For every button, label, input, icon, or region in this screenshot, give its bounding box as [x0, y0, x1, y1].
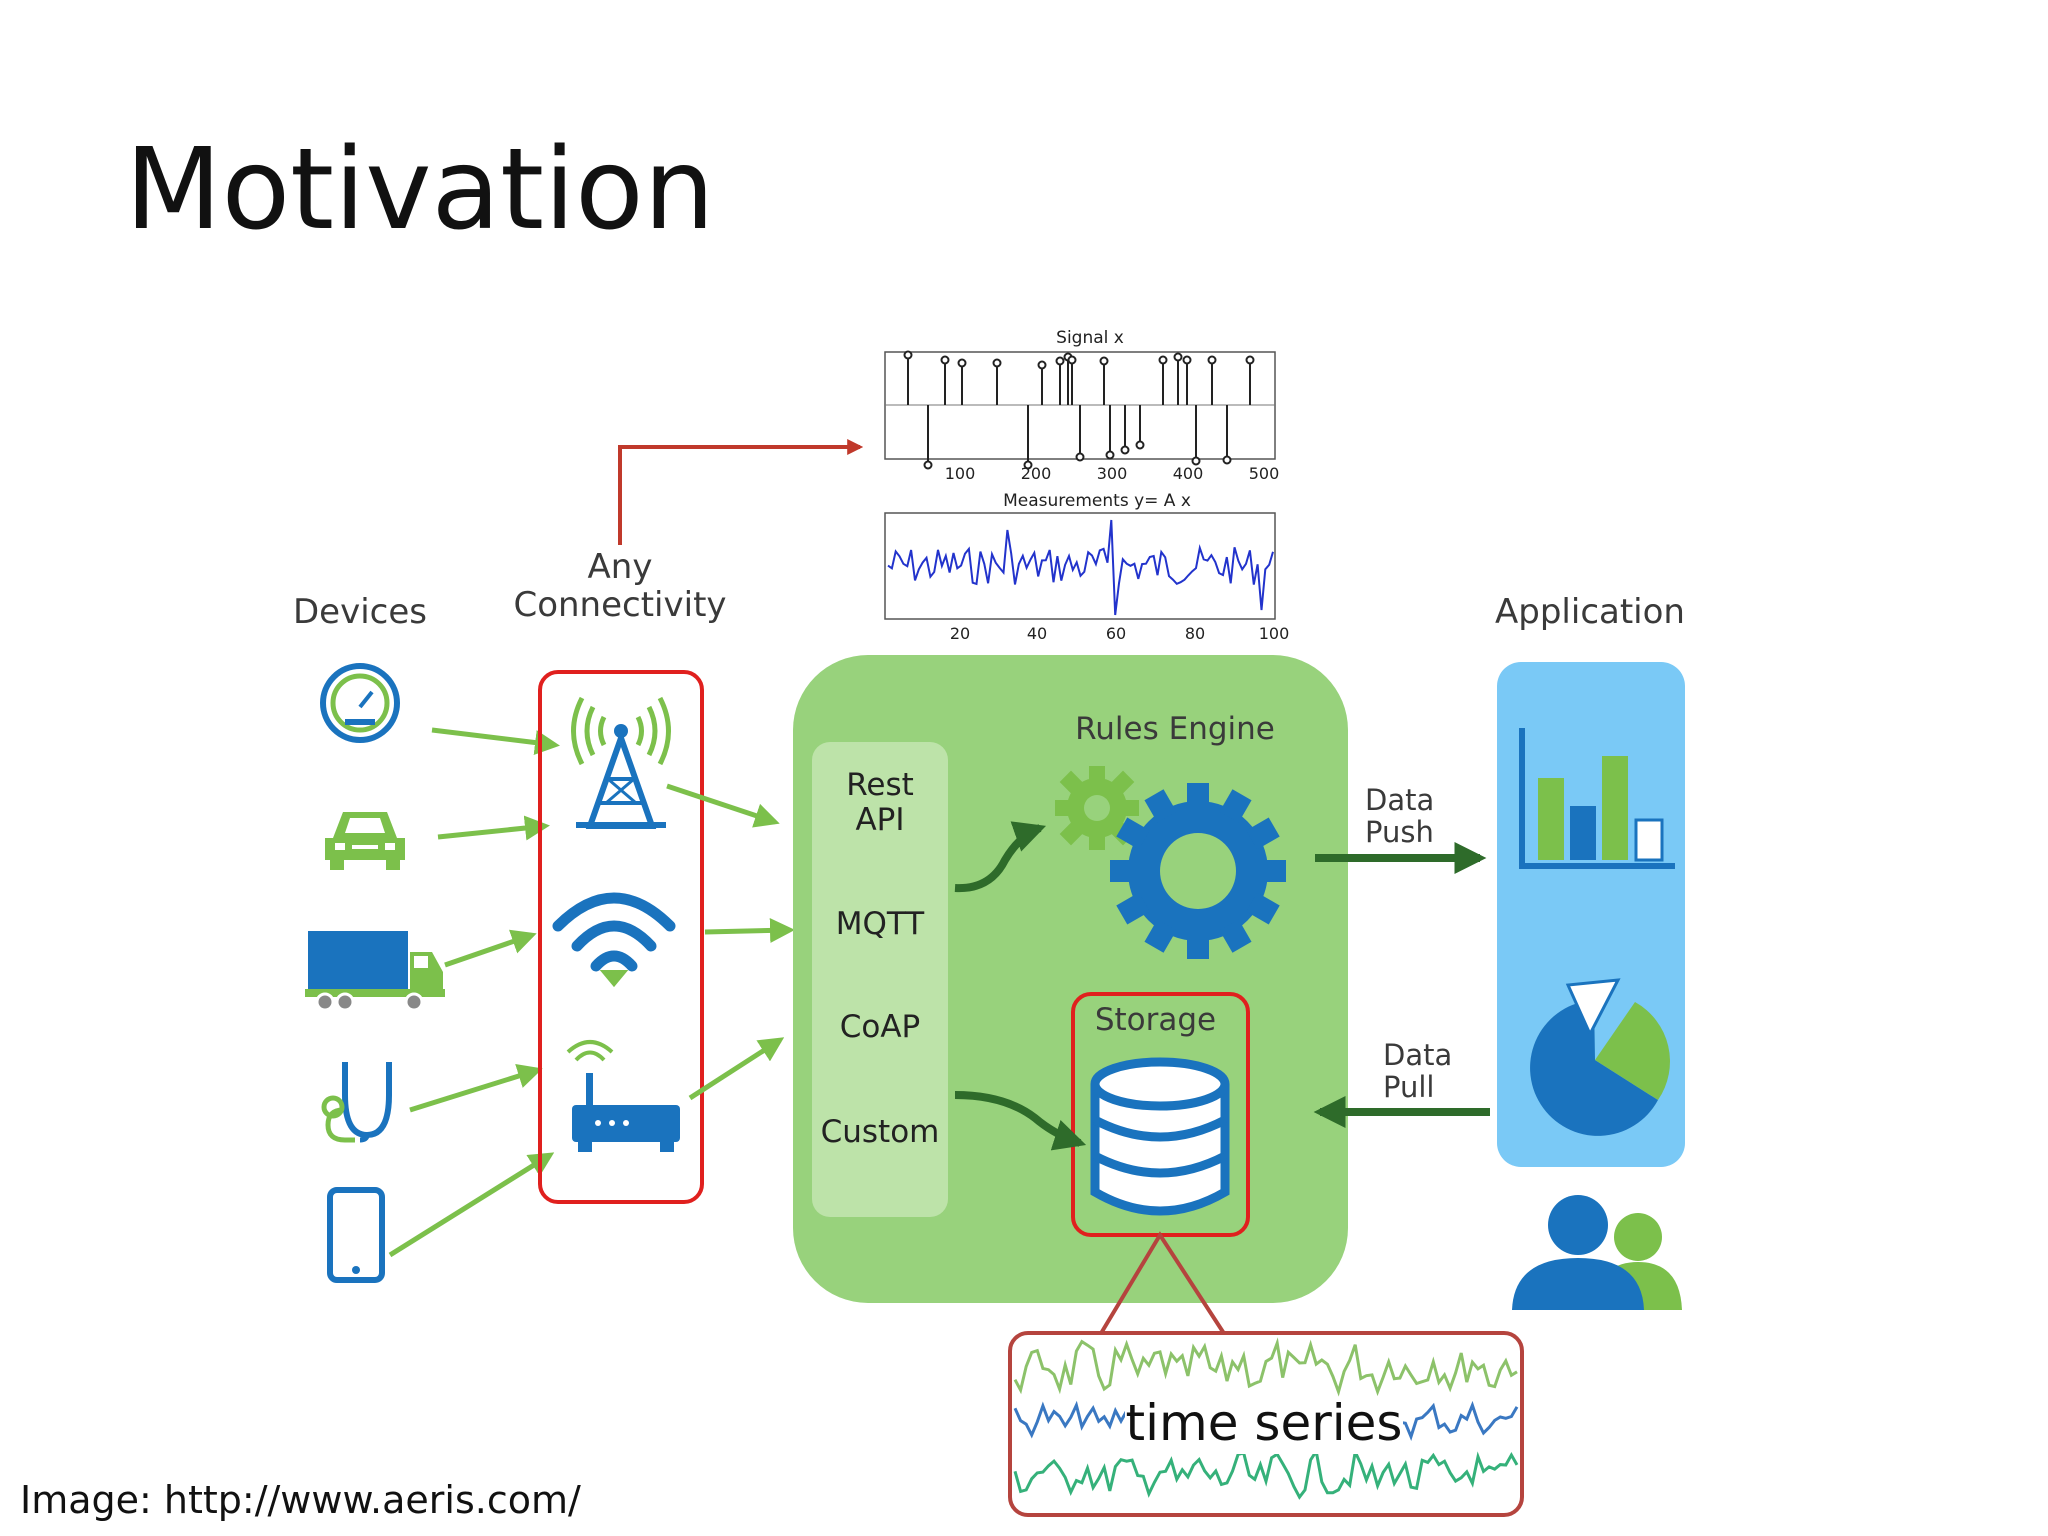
rest-label-line2: API [855, 801, 905, 838]
measure-tick-40: 40 [1027, 624, 1047, 643]
protocol-panel [812, 742, 948, 1217]
signal-tick-300: 300 [1097, 464, 1128, 483]
data-push-line1: Data [1365, 783, 1435, 817]
protocol-to-storage-arrow [954, 1091, 1087, 1151]
gauge-icon [320, 663, 400, 743]
signal-stem-marker [1191, 456, 1201, 466]
custom-label: Custom [820, 1114, 940, 1150]
smartphone-icon [327, 1187, 385, 1283]
gear-tooth [1187, 783, 1209, 809]
signal-tick-200: 200 [1021, 464, 1052, 483]
gear-tooth [1116, 817, 1150, 850]
signal-stem-marker [903, 350, 913, 360]
router-icon [566, 1040, 680, 1152]
connectivity-label-line2: Connectivity [513, 585, 727, 626]
gear-tooth [1260, 860, 1286, 882]
protocol-to-rules-arrow [954, 821, 1047, 893]
pie-chart-icon [1530, 978, 1670, 1136]
slide-title: Motivation [125, 125, 715, 255]
connectivity-label: Any Connectivity [505, 548, 735, 624]
small-gear-icon [1055, 766, 1139, 850]
measure-tick-100: 100 [1259, 624, 1290, 643]
coap-label: CoAP [839, 1009, 921, 1045]
measure-tick-60: 60 [1106, 624, 1126, 643]
measurement-plot-title: Measurements y= A x [1003, 491, 1191, 511]
gear-tooth [1219, 919, 1252, 953]
large-gear-icon [1110, 783, 1286, 959]
gear-tooth [1144, 919, 1177, 953]
measure-tick-80: 80 [1185, 624, 1205, 643]
image-credit: Image: http://www.aeris.com/ [20, 1478, 581, 1522]
database-icon [1090, 1057, 1230, 1216]
cell-tower-icon [571, 696, 671, 829]
data-pull-label: Data Pull [1383, 1039, 1483, 1104]
signal-tick-500: 500 [1249, 464, 1280, 483]
signal-stem-marker [923, 460, 933, 470]
signal-stem-marker [1023, 460, 1033, 470]
signal-stem-marker [1055, 356, 1065, 366]
signal-stem-marker [1135, 440, 1145, 450]
signal-tick-100: 100 [945, 464, 976, 483]
timeseries-label: time series [1126, 1394, 1403, 1452]
wifi-icon [552, 892, 676, 988]
gear-tooth [1219, 789, 1252, 823]
bar-chart-icon [1519, 728, 1675, 869]
devices-label: Devices [293, 592, 427, 632]
measurement-plot: Measurements y= A x 20 40 60 80 100 [884, 491, 1289, 643]
data-pull-line1: Data [1383, 1038, 1453, 1072]
connectivity-highlight-box [538, 670, 704, 1204]
mqtt-label: MQTT [835, 906, 925, 942]
signal-stem-marker [1207, 355, 1217, 365]
connectivity-arrows [666, 783, 795, 1101]
data-pull-line2: Pull [1383, 1070, 1435, 1105]
signal-stem-marker [1222, 455, 1232, 465]
gear-tooth [1110, 860, 1136, 882]
application-label: Application [1495, 592, 1685, 632]
storage-label: Storage [1094, 1002, 1217, 1038]
car-icon [325, 812, 405, 870]
signal-stem-marker [940, 355, 950, 365]
signal-plot: Signal x 100 200 300 400 500 [884, 328, 1280, 483]
rest-label-line1: Rest [846, 767, 914, 803]
signal-stem-marker [1158, 355, 1168, 365]
device-arrows [388, 727, 560, 1258]
data-push-line2: Push [1365, 815, 1434, 850]
truck-icon [305, 931, 445, 1012]
gear-tooth [1187, 933, 1209, 959]
gear-tooth [1246, 892, 1280, 925]
signal-plot-title: Signal x [1056, 328, 1124, 348]
signal-tick-400: 400 [1173, 464, 1204, 483]
rest-api-label: Rest API [812, 768, 948, 837]
storage-to-timeseries-connector [1098, 1231, 1227, 1337]
signal-stem-marker [1037, 360, 1047, 370]
measurement-x-ticks: 20 40 60 80 100 [950, 624, 1289, 643]
connectivity-to-signal-arrow [618, 439, 864, 545]
signal-stem-marker [1120, 445, 1130, 455]
gear-tooth [1144, 789, 1177, 823]
signal-stem-marker [1245, 355, 1255, 365]
gear-tooth [1246, 817, 1280, 850]
gear-tooth [1116, 892, 1150, 925]
connectivity-label-line1: Any [587, 547, 653, 587]
signal-stem-marker [957, 358, 967, 368]
signal-x-ticks: 100 200 300 400 500 [945, 464, 1280, 483]
signal-stem-marker [1067, 355, 1077, 365]
signal-stem-marker [1182, 355, 1192, 365]
data-push-label: Data Push [1365, 784, 1465, 849]
signal-stem-marker [1105, 450, 1115, 460]
signal-stem-marker [992, 358, 1002, 368]
stethoscope-icon [321, 1062, 392, 1143]
signal-stem-marker [1075, 452, 1085, 462]
signal-stem-marker [1173, 352, 1183, 362]
measure-tick-20: 20 [950, 624, 970, 643]
rules-engine-label: Rules Engine [1075, 711, 1275, 747]
users-icon [1512, 1195, 1682, 1310]
signal-stem-marker [1099, 356, 1109, 366]
